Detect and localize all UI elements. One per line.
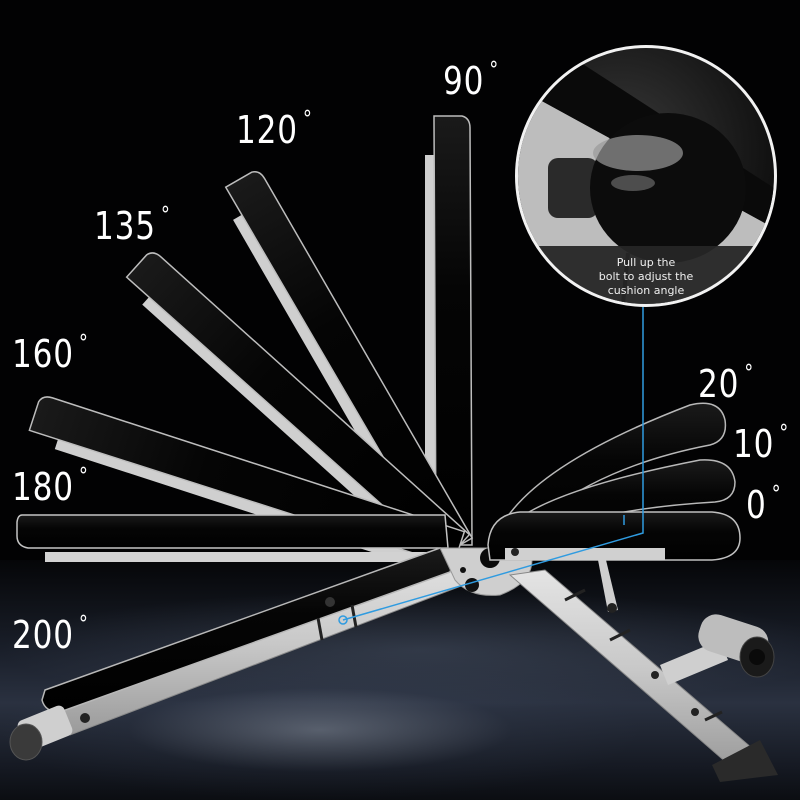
backrest-90: [425, 115, 473, 546]
inset-caption: Pull up the bolt to adjust the cushion a…: [518, 246, 774, 304]
angle-label-200: 200°: [12, 612, 89, 657]
angle-label-135: 135°: [94, 203, 171, 248]
angle-label-seat-10: 10°: [733, 421, 790, 466]
seat-0: [487, 511, 741, 561]
seat-20: [494, 402, 727, 546]
angle-label-160: 160°: [12, 331, 89, 376]
angle-label-seat-20: 20°: [698, 361, 755, 406]
adjustment-bolt-inset: Pull up the bolt to adjust the cushion a…: [515, 45, 777, 307]
angle-label-180: 180°: [12, 464, 89, 509]
pivot-bracket: [439, 547, 533, 596]
angle-label-seat-0: 0°: [746, 482, 782, 527]
front-leg: [508, 560, 778, 782]
angle-label-90: 90°: [443, 58, 500, 103]
angle-label-120: 120°: [236, 107, 313, 152]
callout-line: [338, 305, 644, 625]
backrest-180: [16, 514, 449, 562]
backrest-200-frame: [9, 547, 491, 761]
